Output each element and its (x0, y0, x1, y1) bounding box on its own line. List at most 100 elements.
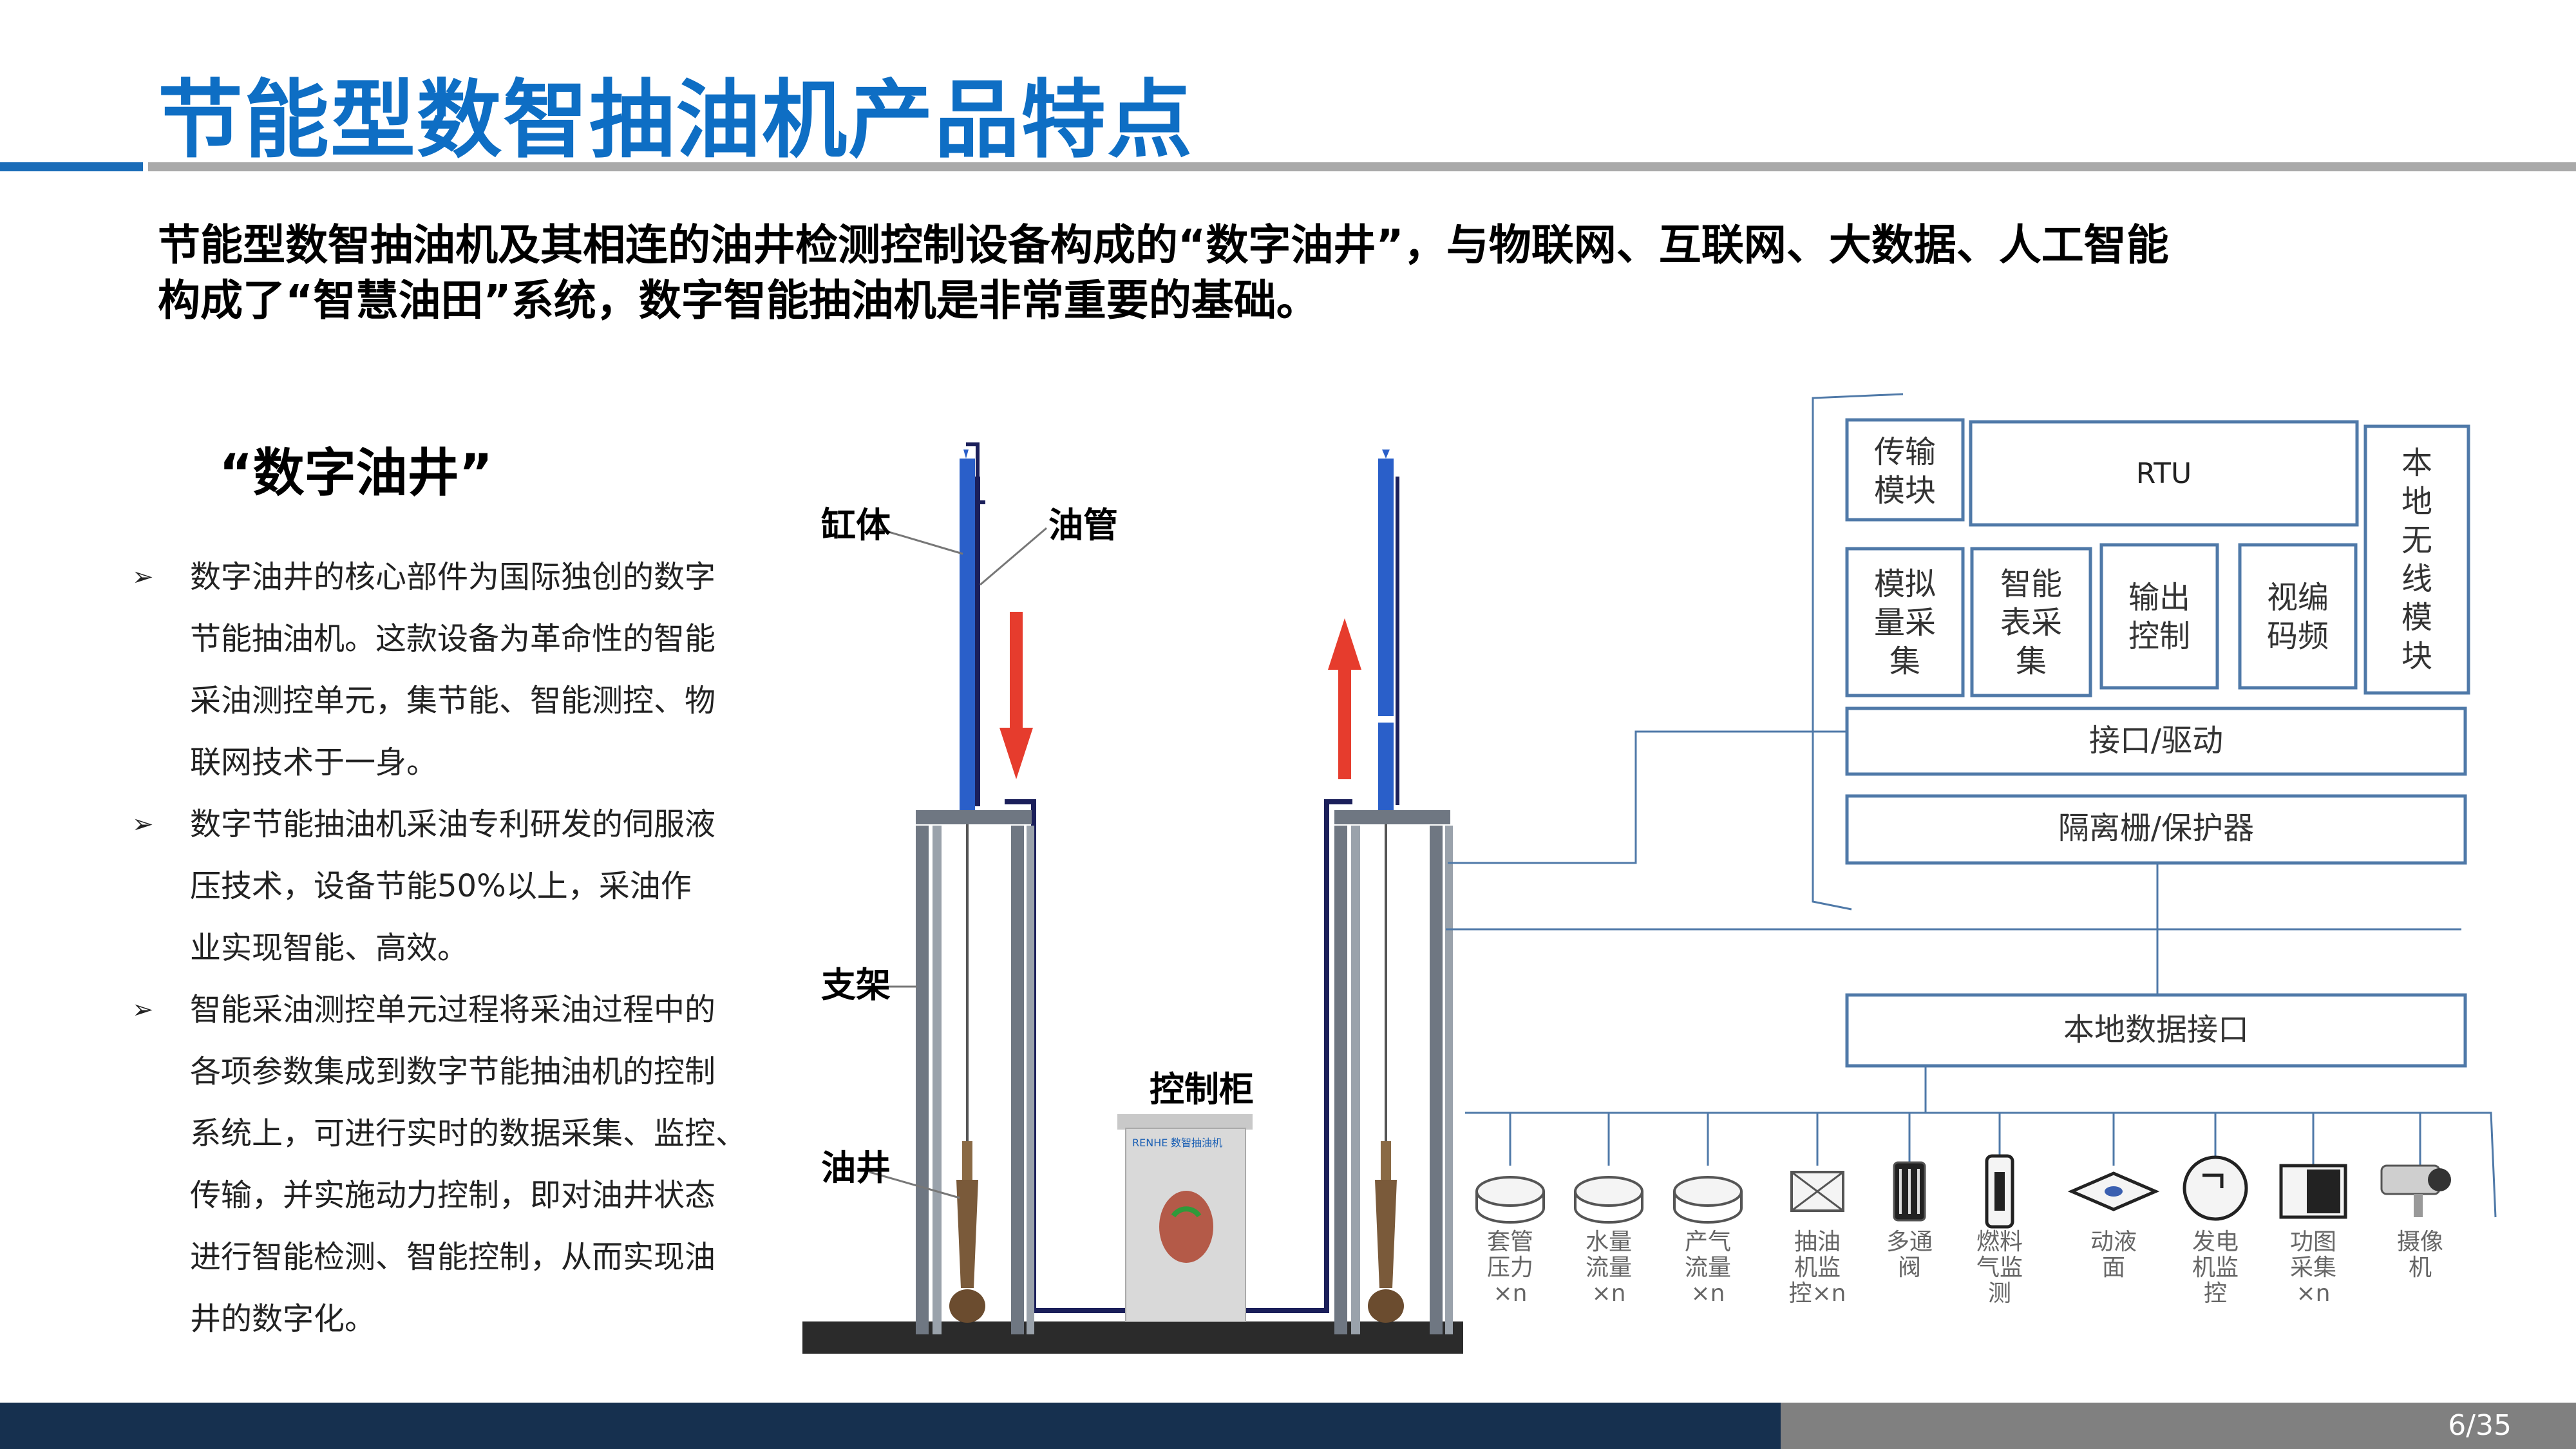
bullet-line: 采油测控单元，集节能、智能测控、物 (190, 683, 716, 719)
bullet-line: 业实现智能、高效。 (190, 930, 469, 966)
frame-leg (1011, 826, 1024, 1334)
device-shape (2428, 1168, 2451, 1191)
rtu-box (1969, 420, 2359, 527)
label-tubing: 油管 (1048, 505, 1118, 545)
bullet-item: ➢ 数字节能抽油机采油专利研发的伺服液 压技术，设备节能50%以上，采油作 业实… (132, 793, 715, 979)
isolation-barrier-box (1845, 794, 2467, 865)
rtu-system-diagram (1446, 393, 2497, 1218)
interface-driver-label: 接口/驱动 (2089, 723, 2223, 759)
frame-leg (916, 826, 929, 1334)
transmission-module-label: 传输 (1874, 434, 1936, 470)
device-label-line: 控×n (1789, 1280, 1846, 1307)
module-label-line: 视编 (2267, 580, 2329, 616)
device-shape (1574, 1176, 1643, 1207)
module-label-line: 控制 (2128, 618, 2190, 654)
pumping-unit-right (1328, 450, 1453, 1334)
intro-line: 节能型数智抽油机及其相连的油井检测控制设备构成的“数字油井”，与物联网、互联网、… (158, 220, 2169, 270)
wellhead (962, 1141, 972, 1180)
bullet-arrow-icon: ➢ (132, 995, 154, 1025)
transmission-module-label: 模块 (1874, 473, 1936, 509)
device-label-line: 燃料 (1976, 1229, 2023, 1255)
device-label-line: 控 (2204, 1280, 2227, 1307)
frame-leg (1445, 826, 1453, 1334)
frame-leg (933, 826, 942, 1334)
module-label-line: 智能 (2000, 566, 2062, 602)
ground-base (802, 1321, 1463, 1354)
device-label-line: 发电 (2192, 1229, 2239, 1255)
device-label-line: 功图 (2290, 1229, 2336, 1255)
device-shape (2183, 1155, 2248, 1221)
bullet-list: ➢ 数字油井的核心部件为国际独创的数字 节能抽油机。这款设备为革命性的智能 采油… (132, 546, 746, 1350)
slide-title: 节能型数智抽油机产品特点 (158, 71, 1193, 170)
bullet-line: 传输，并实施动力控制，即对油井状态 (190, 1177, 716, 1213)
device-shape (1899, 1169, 1920, 1214)
device-label-line: 面 (2102, 1255, 2125, 1281)
wellhead (1381, 1141, 1391, 1180)
bullet-line: 数字油井的核心部件为国际独创的数字 (190, 559, 716, 595)
page-number: 6/35 (2448, 1409, 2512, 1442)
intro-paragraph: 节能型数智抽油机及其相连的油井检测控制设备构成的“数字油井”，与物联网、互联网、… (158, 218, 2412, 328)
video-encoding-box (2238, 543, 2358, 690)
column-tip (1382, 450, 1390, 459)
column-tip (963, 450, 969, 459)
frame-leg (1334, 826, 1347, 1334)
module-label-line: 量采 (1874, 605, 1936, 641)
generator-monitor-icon (2183, 1155, 2248, 1221)
cabinet-brand: RENHE (1132, 1137, 1168, 1149)
device-shape (1574, 1191, 1643, 1224)
pumping-unit-illustration: RENHE 数智抽油机 缸体 油管 支架 油井 控制柜 (802, 442, 1463, 1354)
device-label-line: 摄像 (2397, 1229, 2443, 1255)
device-shape (2202, 1173, 2224, 1188)
device-shape (1994, 1172, 2005, 1211)
dynamometer-icon (2279, 1164, 2347, 1219)
device-shape (2307, 1170, 2340, 1213)
leader-well (869, 1171, 960, 1199)
casing-pressure-sensor-icon (1475, 1176, 1545, 1224)
device-shape (1475, 1191, 1545, 1224)
module-label-line: 模拟 (1874, 566, 1936, 602)
bullet-line: 联网技术于一身。 (190, 744, 438, 781)
title-rule-accent (0, 162, 143, 171)
device-label-line: 阀 (1898, 1255, 1921, 1281)
frame-leg (1351, 826, 1360, 1334)
rtu-label: RTU (2136, 457, 2192, 490)
fuel-gas-monitor-icon (1985, 1154, 2014, 1229)
bullet-line: 压技术，设备节能50%以上，采油作 (190, 868, 692, 904)
gas-flow-meter-icon (1673, 1176, 1743, 1224)
local-data-interface-label: 本地数据接口 (2063, 1012, 2249, 1048)
device-bus (1465, 1112, 2497, 1218)
device-shape (2105, 1186, 2123, 1197)
frame-leg (1027, 826, 1034, 1334)
pumping-unit-left (916, 442, 1034, 1334)
device-label-line: 抽油 (1794, 1229, 1841, 1255)
intro-line: 构成了“智慧油田”系统，数字智能抽油机是非常重要的基础。 (158, 276, 1319, 325)
leader-cylinder (875, 527, 963, 555)
bullet-arrow-icon: ➢ (132, 810, 154, 839)
device-label-line: 机监 (2192, 1255, 2239, 1281)
frame-leg (1430, 826, 1443, 1334)
footer-bar-page-area (1781, 1403, 2576, 1449)
bullet-arrow-icon: ➢ (132, 562, 154, 592)
field-devices: 套管压力×n水量流量×n产气流量×n抽油机监控×n多通阀燃料气监测动液面发电机监… (1475, 1154, 2451, 1307)
device-label-line: 流量 (1685, 1255, 1731, 1281)
connector-interface (1448, 730, 1847, 864)
dynamic-level-icon (2067, 1171, 2160, 1211)
wireless-module-char: 本 (2401, 445, 2432, 481)
footer-bar (0, 1403, 1781, 1449)
wireless-module-char: 线 (2401, 561, 2432, 597)
cabinet-logo-arc (1171, 1206, 1202, 1218)
device-label-line: 产气 (1685, 1229, 1731, 1255)
wireless-module-char: 无 (2401, 522, 2432, 558)
frame-top-beam (916, 810, 1032, 824)
device-shape (1673, 1191, 1743, 1224)
wireless-module-char: 模 (2401, 600, 2432, 636)
device-shape (1673, 1176, 1743, 1207)
wellhead-base (1368, 1289, 1404, 1323)
leader-tubing (980, 527, 1047, 586)
device-label-line: 机监 (1794, 1255, 1841, 1281)
device-shape (1475, 1176, 1545, 1207)
